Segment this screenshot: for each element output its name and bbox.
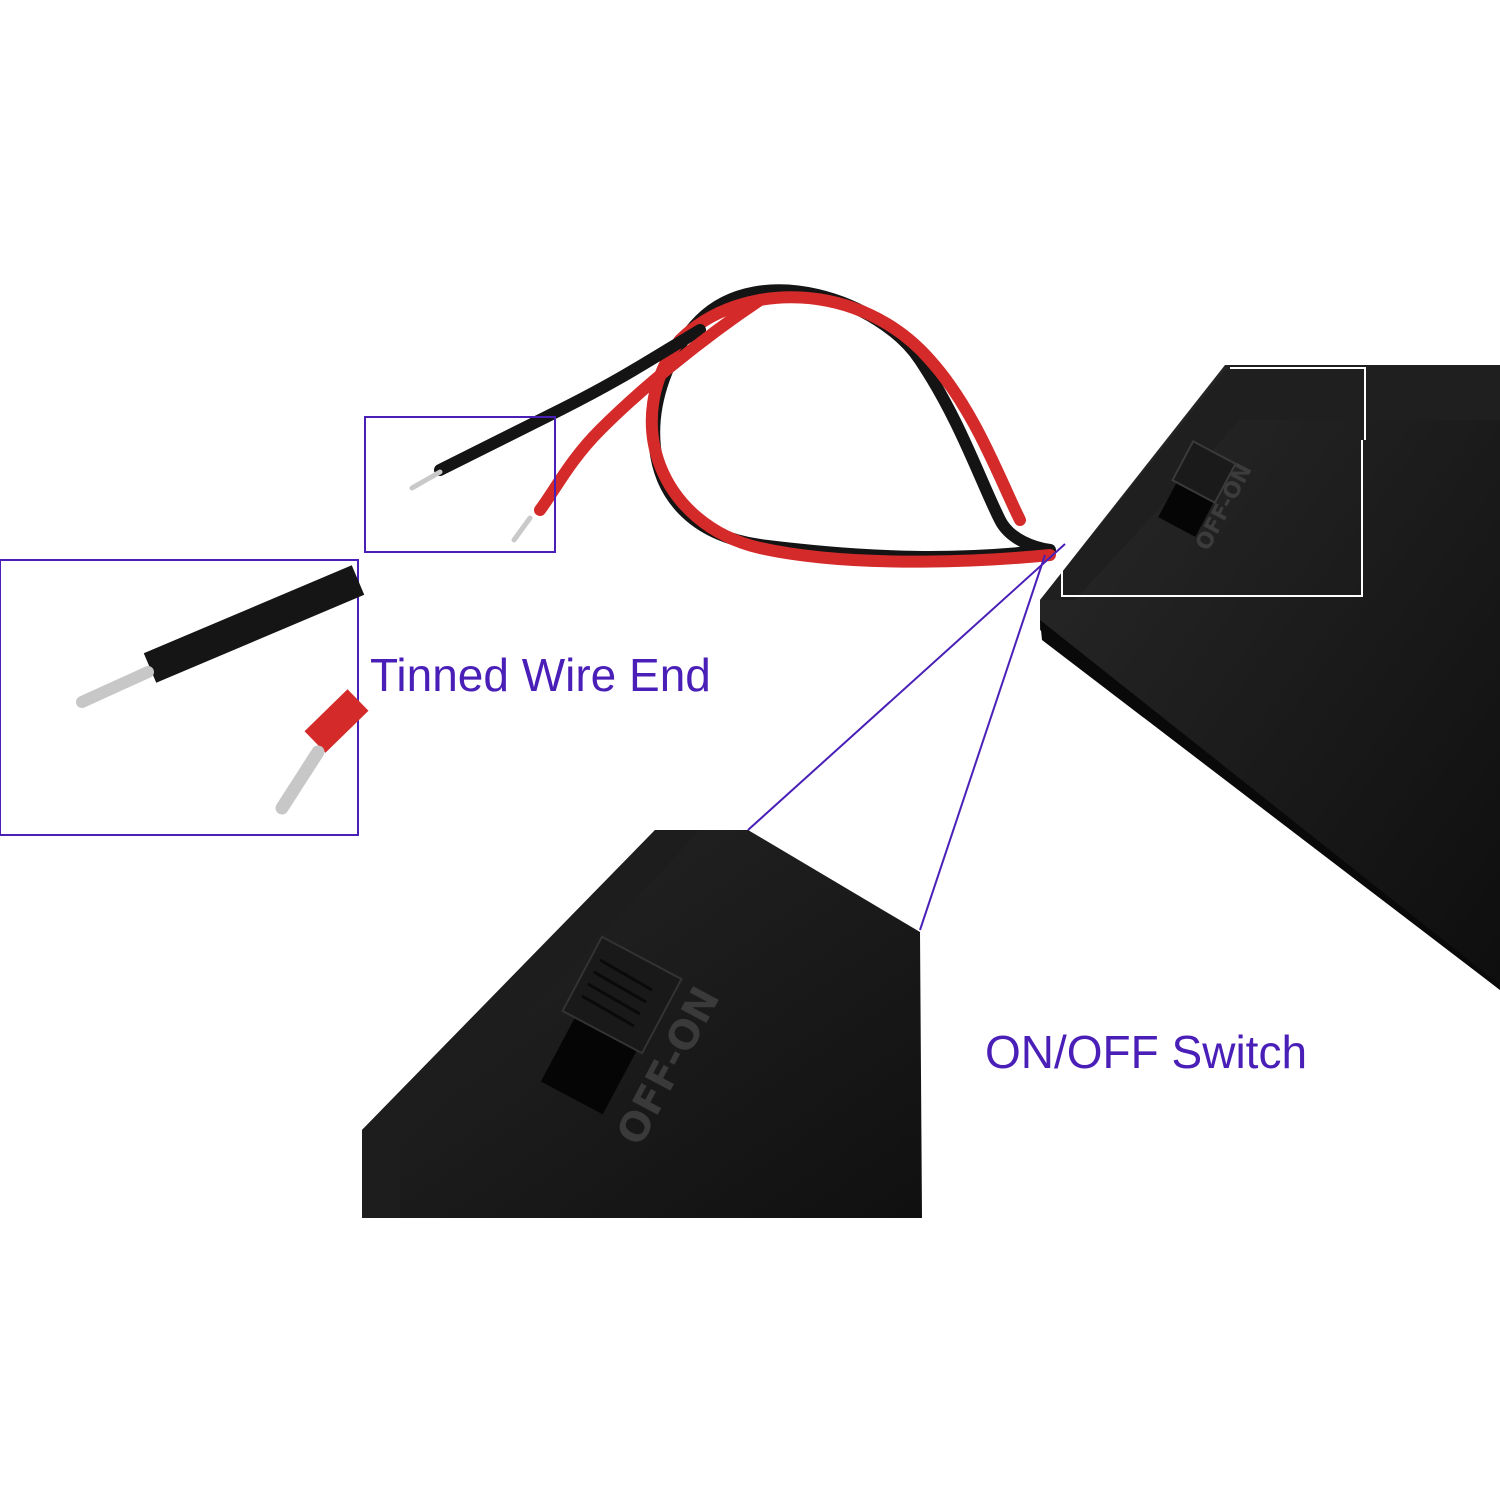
wire-end-zoom-inset (0, 559, 369, 836)
tinned-wire-end-caption: Tinned Wire End (370, 649, 711, 701)
wire-end-highlight-box (364, 416, 556, 553)
on-off-switch-caption: ON/OFF Switch (985, 1026, 1308, 1078)
battery-holder: OFF-ON (1040, 365, 1500, 990)
wire-loop (409, 284, 1056, 568)
tinned-tip-red (511, 515, 533, 543)
switch-callout-lines (747, 543, 1066, 931)
holder-switch: OFF-ON (1158, 439, 1258, 555)
switch-zoom-inset: OFF-ON (362, 830, 922, 1218)
tinned-tip-black (409, 469, 443, 491)
